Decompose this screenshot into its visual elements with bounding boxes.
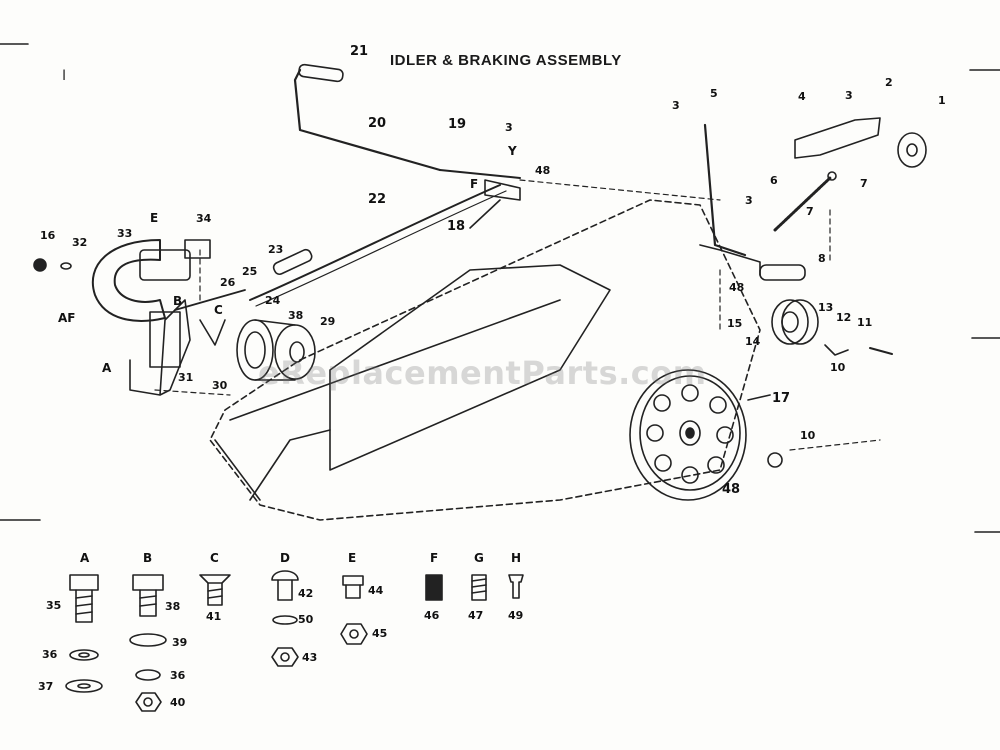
idler-pulley: [771, 299, 819, 345]
clip: [824, 344, 849, 356]
callout-3: 3: [845, 89, 853, 102]
callout-50: 50: [298, 613, 314, 626]
callout-25: 25: [242, 265, 258, 278]
bracket-plate: [149, 311, 181, 368]
callout-24: 24: [265, 294, 281, 307]
callout-12: 12: [836, 311, 852, 324]
location-letter: C: [214, 303, 223, 317]
hardware-header-H: H: [511, 551, 522, 565]
callout-48: 48: [722, 482, 741, 497]
corner-mark: I: [62, 68, 67, 84]
callout-42: 42: [298, 587, 314, 600]
callout-22: 22: [368, 192, 387, 207]
callout-38: 38: [165, 600, 181, 613]
callout-49: 49: [508, 609, 524, 622]
location-letter: A: [102, 361, 112, 375]
nut: [767, 452, 783, 468]
hardware-legend: [65, 570, 524, 712]
callout-47: 47: [468, 609, 484, 622]
location-letter: B: [173, 294, 183, 308]
spring: [773, 171, 837, 232]
callout-23: 23: [268, 243, 284, 256]
drive-pulley: [629, 369, 747, 501]
idler-lever: [699, 123, 806, 281]
hardware-header-E: E: [348, 551, 357, 565]
callout-15: 15: [727, 317, 743, 330]
location-letter: E: [150, 211, 159, 225]
callout-48: 48: [535, 164, 551, 177]
brake-handle-rod: [293, 63, 521, 179]
location-letter: F: [470, 177, 479, 191]
callout-31: 31: [178, 371, 194, 384]
callout-33: 33: [117, 227, 133, 240]
callout-36: 36: [42, 648, 58, 661]
idler-arm: [484, 179, 521, 201]
callout-4: 4: [798, 90, 806, 103]
callout-18: 18: [447, 219, 466, 234]
callout-32: 32: [72, 236, 88, 249]
callout-48: 48: [729, 281, 745, 294]
brake-rod: [174, 289, 246, 311]
brake-band: [91, 239, 211, 322]
callout-41: 41: [206, 610, 222, 623]
leader-line: [469, 199, 501, 229]
callout-34: 34: [196, 212, 212, 225]
hardware-header-C: C: [210, 551, 219, 565]
brake-cable: [249, 184, 507, 307]
callout-14: 14: [745, 335, 761, 348]
callout-8: 8: [818, 252, 826, 265]
diagram-title: IDLER & BRAKING ASSEMBLY: [390, 52, 622, 69]
callout-37: 37: [38, 680, 54, 693]
hardware-header-D: D: [280, 551, 290, 565]
location-letter: AF: [58, 311, 76, 325]
leader-line: [747, 394, 771, 401]
callout-44: 44: [368, 584, 384, 597]
callout-13: 13: [818, 301, 834, 314]
callout-6: 6: [770, 174, 778, 187]
callout-19: 19: [448, 117, 467, 132]
nut: [33, 258, 47, 272]
callout-16: 16: [40, 229, 56, 242]
callout-26: 26: [220, 276, 236, 289]
hardware-header-B: B: [143, 551, 153, 565]
brake-drum: [236, 319, 316, 381]
callout-30: 30: [212, 379, 228, 392]
pulley-small: [897, 132, 927, 168]
hardware-header-F: F: [430, 551, 439, 565]
callout-5: 5: [710, 87, 718, 100]
callout-21: 21: [350, 44, 369, 59]
clip: [199, 319, 226, 346]
callout-7: 7: [806, 205, 814, 218]
deck-housing: [209, 199, 761, 521]
callout-10: 10: [830, 361, 846, 374]
callout-39: 39: [172, 636, 188, 649]
callout-3: 3: [672, 99, 680, 112]
callout-11: 11: [857, 316, 873, 329]
hardware-header-G: G: [474, 551, 484, 565]
callout-1: 1: [938, 94, 946, 107]
pin: [869, 347, 893, 355]
location-letter: Y: [508, 144, 517, 158]
callout-35: 35: [46, 599, 62, 612]
callout-2: 2: [885, 76, 893, 89]
callout-17: 17: [772, 391, 791, 406]
callout-38: 38: [288, 309, 304, 322]
callout-43: 43: [302, 651, 318, 664]
callout-3: 3: [745, 194, 753, 207]
hardware-header-A: A: [80, 551, 90, 565]
callout-29: 29: [320, 315, 336, 328]
callout-7: 7: [860, 177, 868, 190]
callout-36: 36: [170, 669, 186, 682]
washer: [60, 262, 72, 270]
callout-10: 10: [800, 429, 816, 442]
watermark: eReplacementParts.com: [258, 354, 707, 392]
callout-45: 45: [372, 627, 388, 640]
callout-3: 3: [505, 121, 513, 134]
top-bracket: [794, 117, 881, 159]
callout-40: 40: [170, 696, 186, 709]
callout-20: 20: [368, 116, 387, 131]
callout-46: 46: [424, 609, 440, 622]
